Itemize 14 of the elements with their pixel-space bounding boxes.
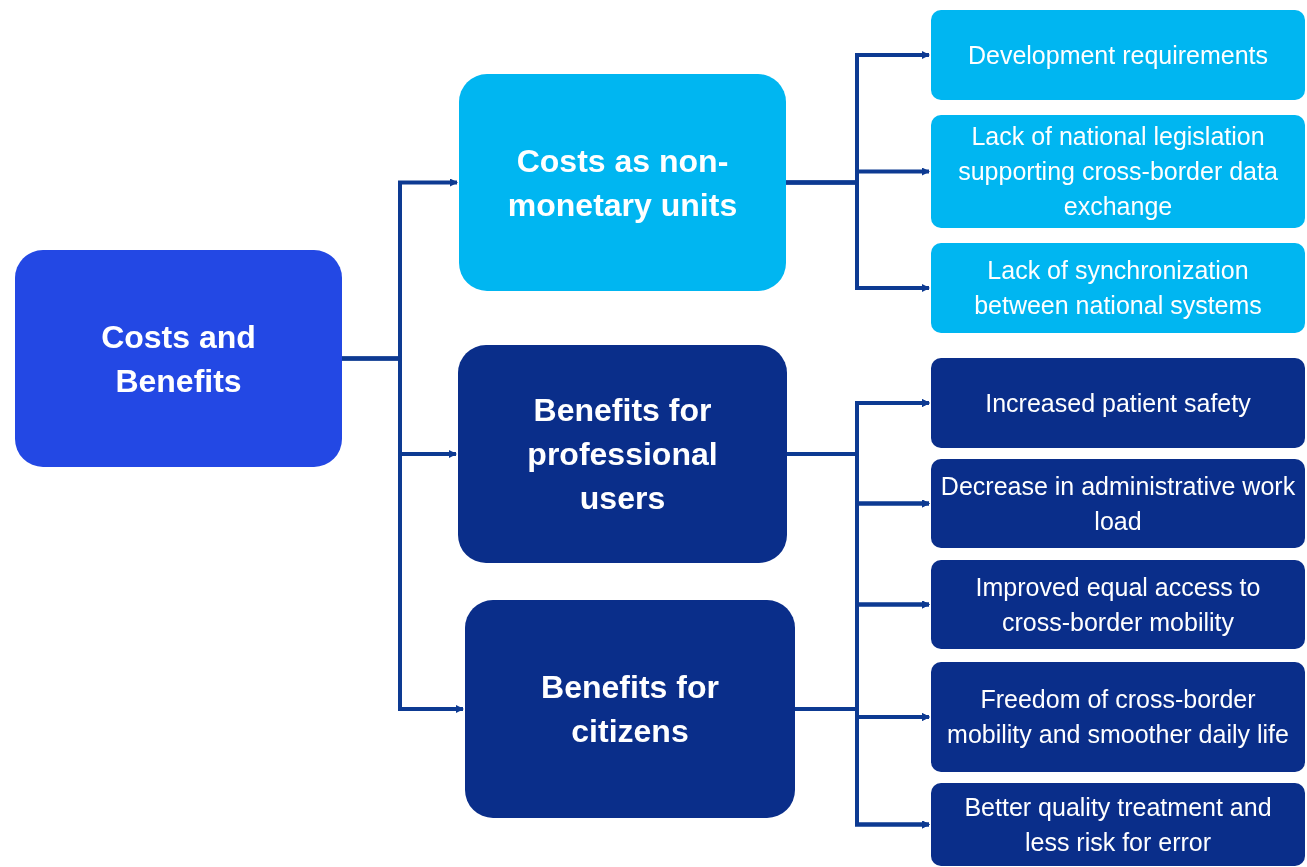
item-box: Better quality treatment and less risk for error (931, 783, 1305, 866)
item-box: Decrease in administrative work load (931, 459, 1305, 548)
connector-arrow (786, 180, 930, 292)
category-box: Benefits for citizens (465, 600, 795, 818)
item-box: Improved equal access to cross-border mobility (931, 560, 1305, 649)
item-box: Development requirements (931, 10, 1305, 100)
category-box: Costs and Benefits (15, 250, 342, 467)
item-box: Freedom of cross-border mobility and smoother daily life (931, 662, 1305, 772)
connector-arrow (342, 356, 464, 713)
item-box: Lack of synchronization between national systems (931, 243, 1305, 333)
item-box: Increased patient safety (931, 358, 1305, 448)
item-box: Lack of national legislation supporting cross-border data exchange (931, 115, 1305, 228)
category-box: Costs as non-monetary units (459, 74, 786, 291)
category-box: Benefits for professional users (458, 345, 787, 563)
